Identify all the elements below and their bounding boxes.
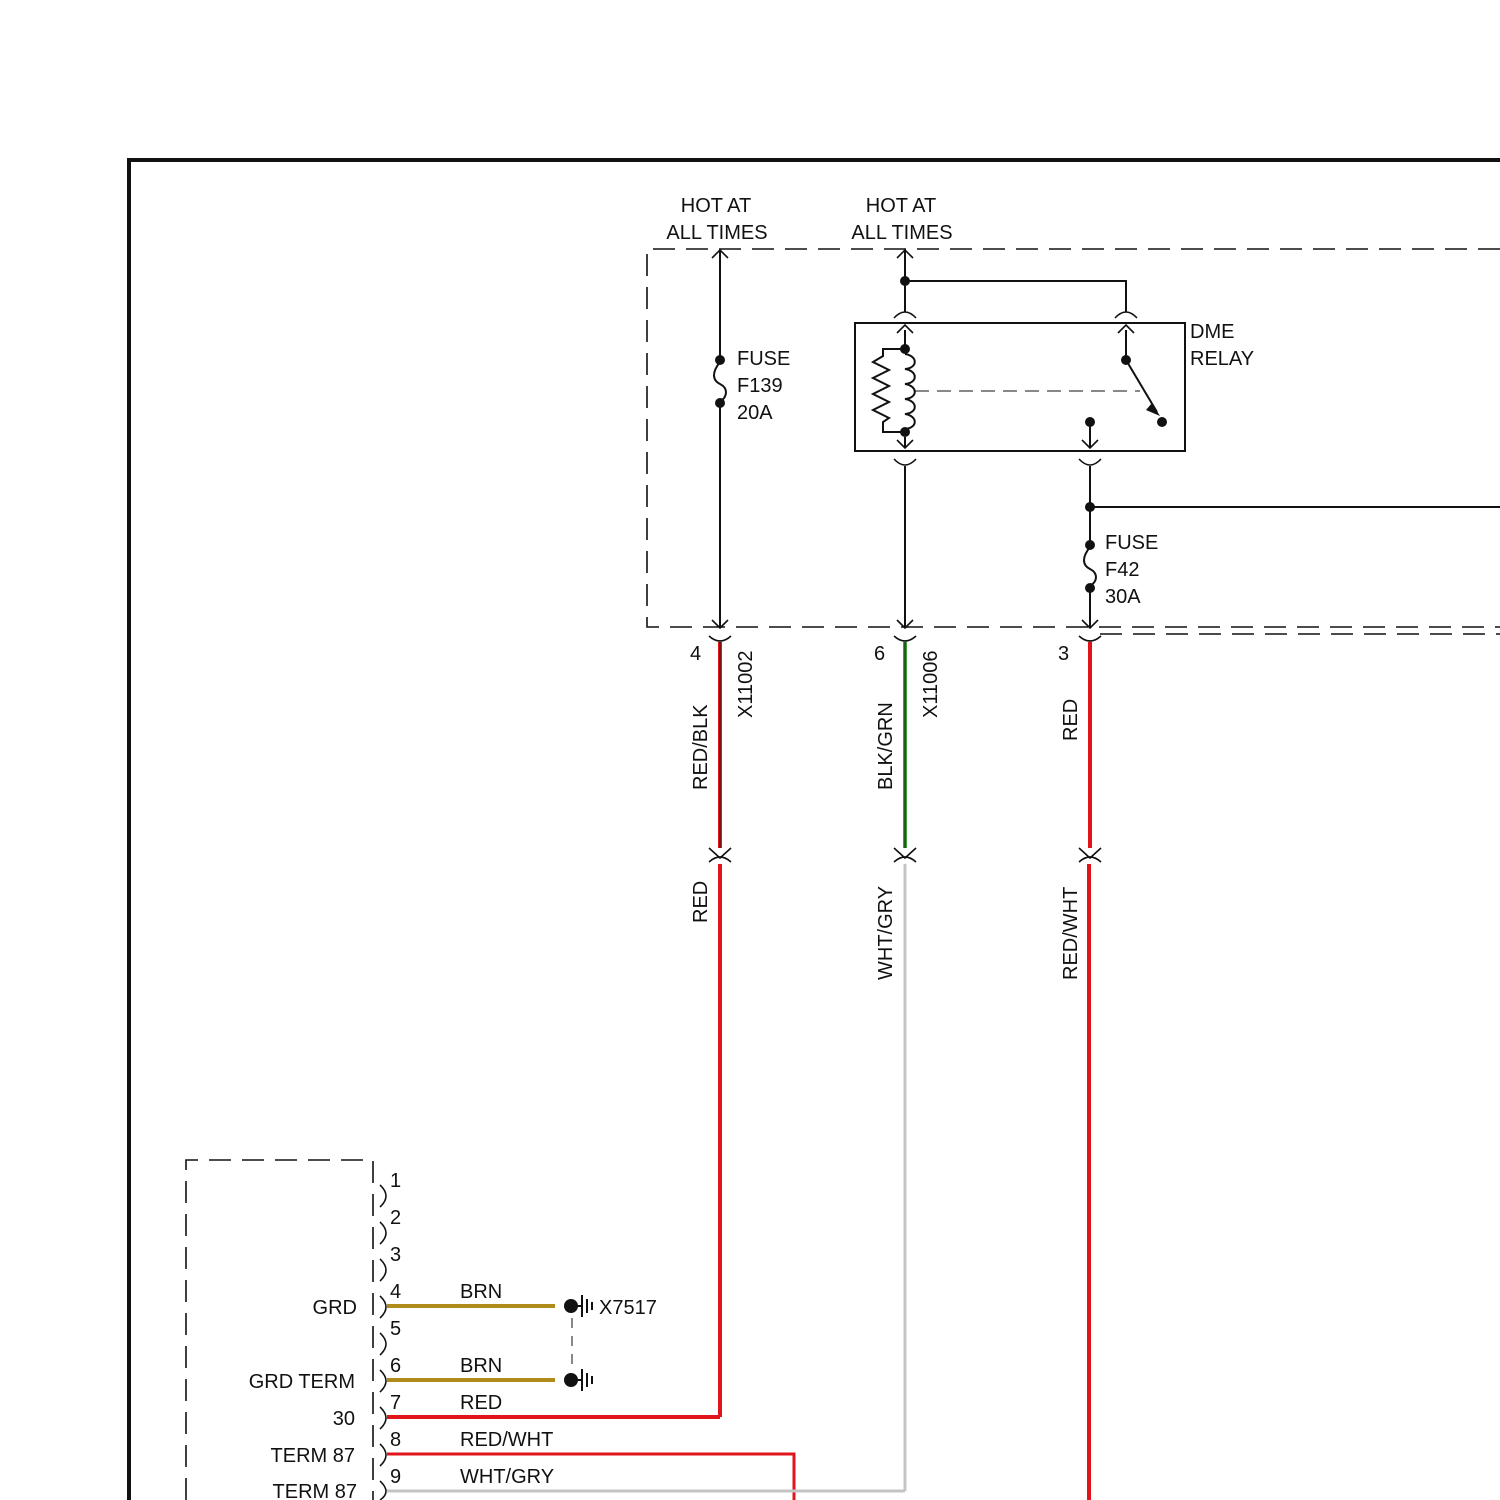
module-pin-4: 4: [390, 1281, 401, 1303]
module-pin-9: 9: [390, 1466, 401, 1488]
module-pin-2: 2: [390, 1207, 401, 1229]
power-distribution-box: [647, 249, 1500, 634]
pin-number-b: 6: [874, 643, 885, 665]
relay-label-1: DME: [1190, 321, 1234, 343]
fuse-f139-symbol: [714, 362, 726, 402]
module-pin-receptacles: [380, 1185, 386, 1500]
module-pin-name-7: 30: [333, 1408, 355, 1430]
module-wire-color-6: BRN: [460, 1355, 502, 1377]
hot-label-right-line2: ALL TIMES: [851, 222, 952, 244]
relay-label-2: RELAY: [1190, 348, 1254, 370]
hot-label-right-line1: HOT AT: [866, 195, 936, 217]
ground-symbols: [564, 1295, 592, 1391]
module-pin-name-9: TERM 87: [273, 1481, 357, 1500]
fuse-f42-label-2: F42: [1105, 559, 1139, 581]
box-connectors: [709, 636, 1101, 641]
wire-c-upper-color: RED: [1060, 699, 1082, 741]
fuse-f139-label-1: FUSE: [737, 348, 790, 370]
pin-number-a: 4: [690, 643, 701, 665]
module-wire-color-8: RED/WHT: [460, 1429, 553, 1451]
wire-a-lower-color: RED: [690, 881, 712, 923]
module-wire-color-7: RED: [460, 1392, 502, 1414]
fuse-f139-label-2: F139: [737, 375, 783, 397]
connector-a-id: X11002: [735, 651, 757, 718]
connector-b-id: X11006: [920, 651, 942, 718]
module-pin-name-4: GRD: [313, 1297, 357, 1319]
circuit-f139: [712, 250, 728, 628]
module-pin-name-6: GRD TERM: [249, 1371, 355, 1393]
module-pin-6: 6: [390, 1355, 401, 1377]
wire-c-lower-color: RED/WHT: [1060, 887, 1082, 980]
fuse-f42-label-1: FUSE: [1105, 532, 1158, 554]
wire-a: [709, 642, 731, 1417]
pin-number-c: 3: [1058, 643, 1069, 665]
module-wire-color-9: WHT/GRY: [460, 1466, 554, 1488]
fuse-f139-label-3: 20A: [737, 402, 773, 424]
module-pin-8: 8: [390, 1429, 401, 1451]
circuit-relay-coil: [897, 466, 913, 628]
hot-label-left-line1: HOT AT: [681, 195, 751, 217]
module-pin-1: 1: [390, 1170, 401, 1192]
wire-b: [894, 642, 916, 1491]
module-pin-5: 5: [390, 1318, 401, 1340]
wire-b-upper-color: BLK/GRN: [875, 702, 897, 790]
module-wire-color-4: BRN: [460, 1281, 502, 1303]
fuse-f42-symbol: [1084, 547, 1096, 586]
wire-b-lower-color: WHT/GRY: [875, 886, 897, 980]
dme-relay: [855, 250, 1185, 465]
ground-id-label: X7517: [599, 1297, 657, 1319]
module-pin-3: 3: [390, 1244, 401, 1266]
fuse-f42-label-3: 30A: [1105, 586, 1141, 608]
hot-label-left-line2: ALL TIMES: [666, 222, 767, 244]
module-pin-7: 7: [390, 1392, 401, 1414]
module-pin-name-8: TERM 87: [271, 1445, 355, 1467]
wire-c: [1079, 642, 1101, 1500]
wire-a-upper-color: RED/BLK: [690, 704, 712, 790]
